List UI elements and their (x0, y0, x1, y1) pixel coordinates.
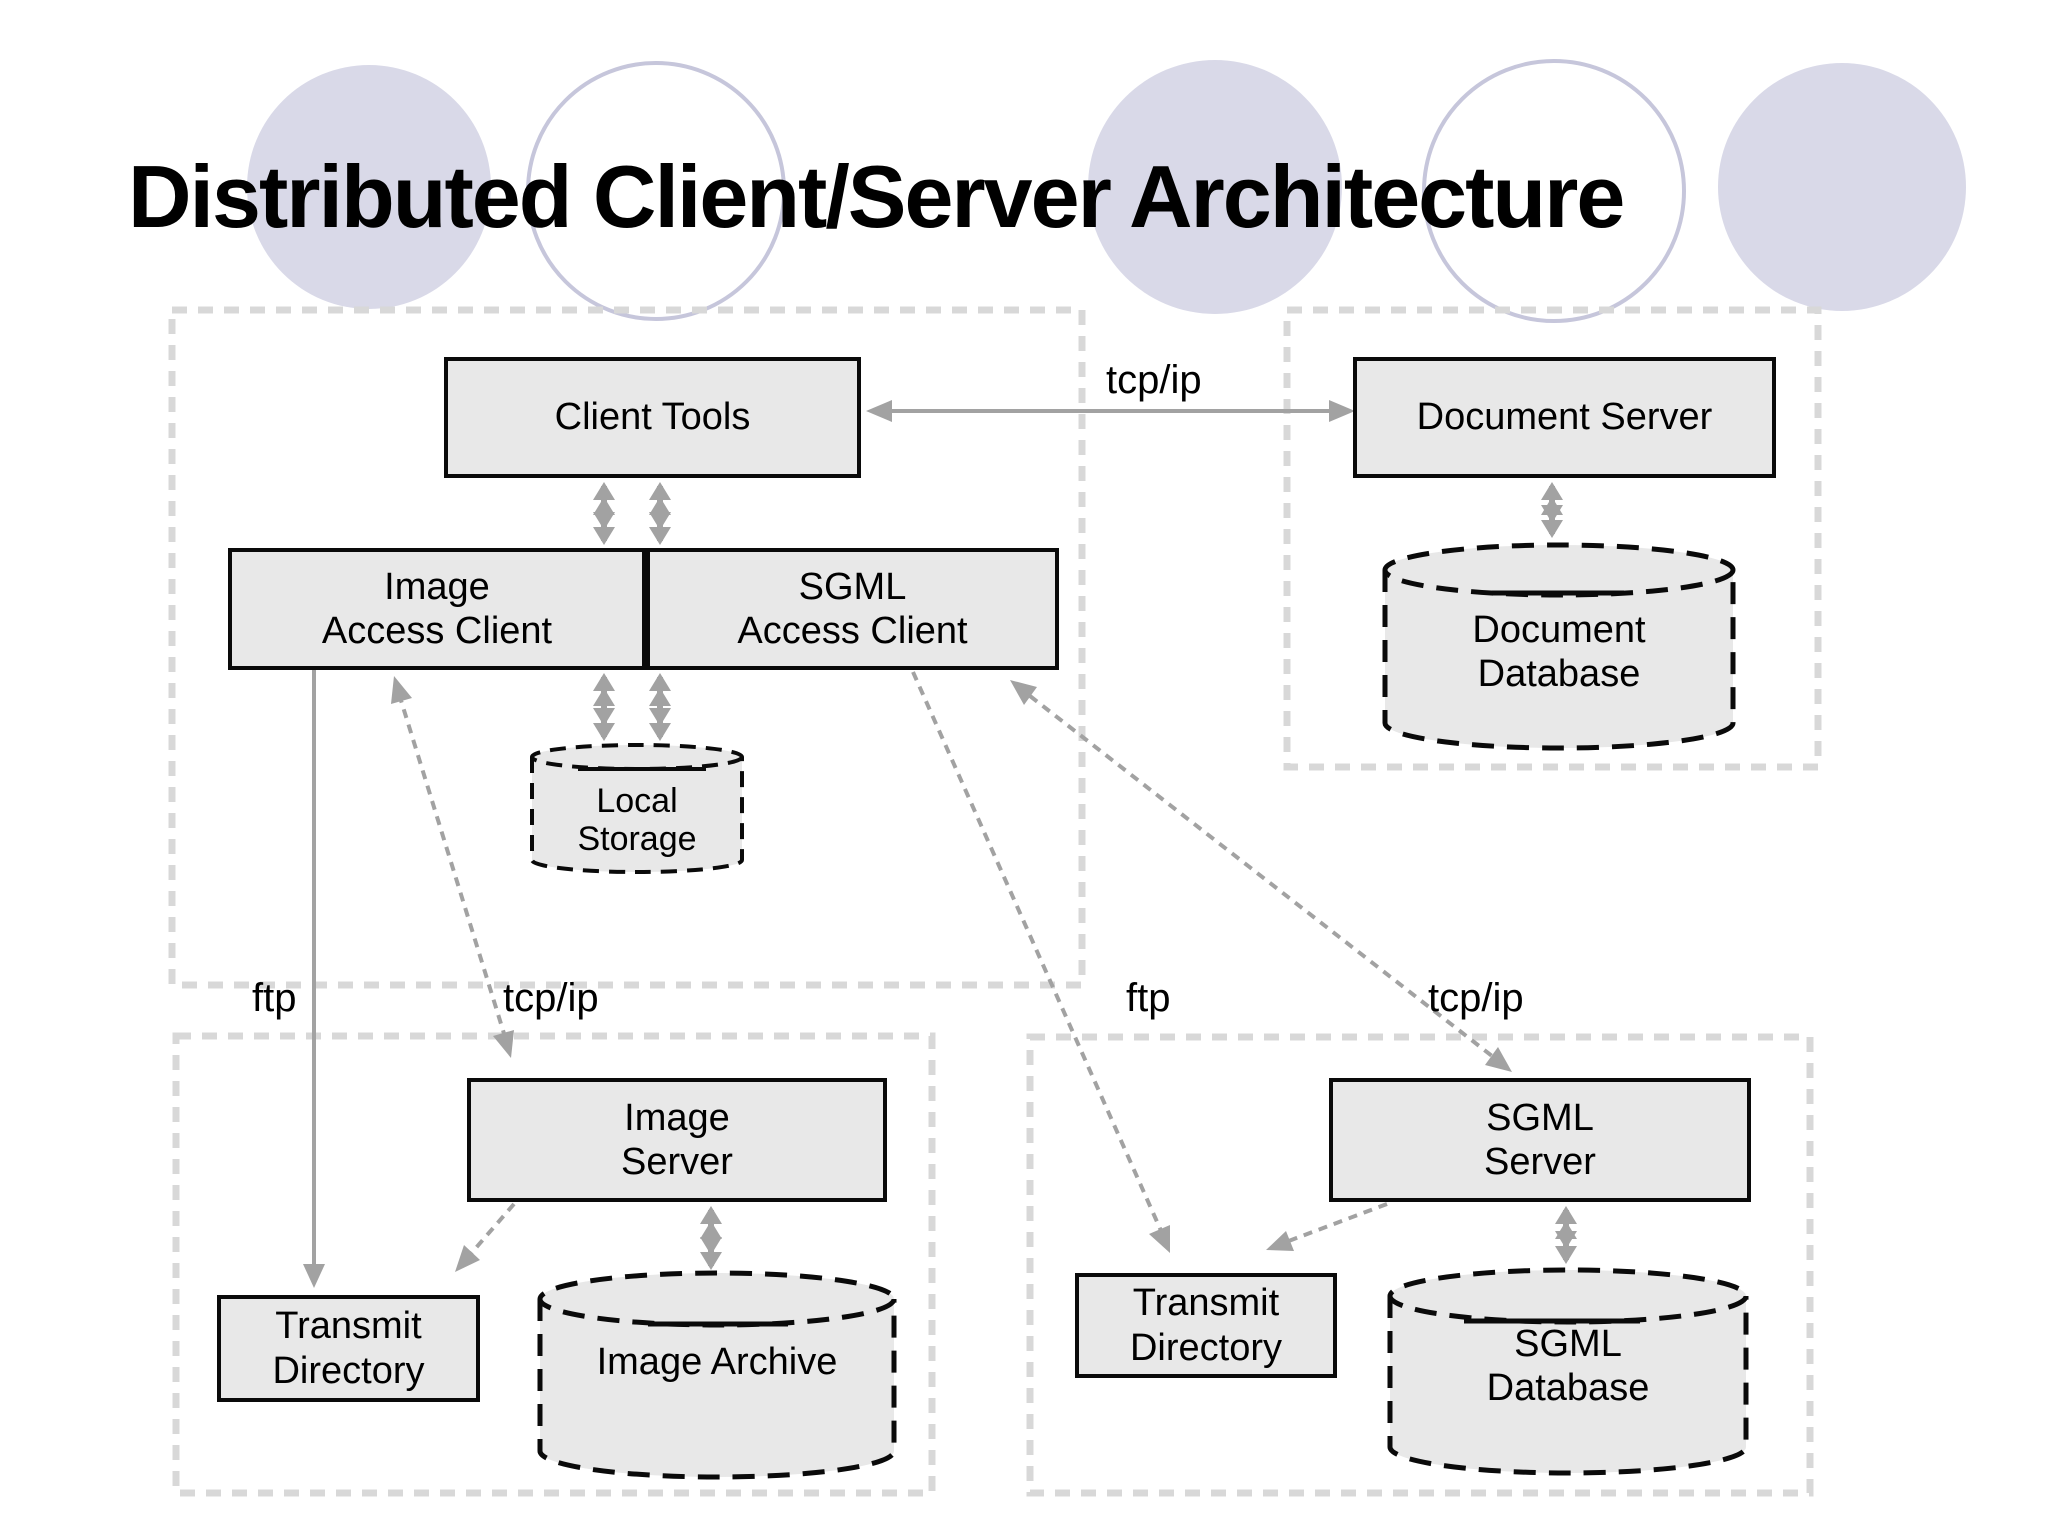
container-sgml-server-host (1026, 1033, 1814, 1497)
node-transmit-directory-right: Transmit Directory (1075, 1273, 1337, 1378)
document-database-label: Document Database (1472, 609, 1646, 696)
node-transmit-directory-left-label: Transmit Directory (272, 1305, 425, 1392)
node-document-server: Document Server (1353, 357, 1776, 478)
arrowhead-left-icon (866, 400, 892, 422)
node-image-server: Image Server (467, 1078, 887, 1202)
connector-imageserver-transmitdirectory (455, 1202, 516, 1272)
arrow-clienttools-sgmlaccess (649, 482, 671, 545)
local-storage-label: Local Storage (577, 782, 697, 859)
decorative-circle-filled-3 (1088, 60, 1342, 314)
node-sgml-server-label: SGML Server (1484, 1096, 1596, 1183)
arrow-imageaccess-localstorage (593, 673, 615, 741)
decorative-circle-outlined-4 (1422, 59, 1686, 323)
host-containers (168, 306, 1822, 1497)
label-tcpip-right: tcp/ip (1428, 976, 1524, 1020)
node-client-tools-label: Client Tools (554, 396, 751, 439)
image-archive-label: Image Archive (596, 1341, 838, 1383)
image-archive-cylinder (537, 1270, 897, 1480)
connector-imageaccess-imageserver-tcpip (391, 676, 514, 1058)
slide-title: Distributed Client/Server Architecture (128, 147, 1625, 246)
node-image-access-client: Image Access Client (228, 548, 646, 670)
connector-sgmlserver-transmitdirectory (1266, 1202, 1388, 1251)
arrow-documentserver-documentdatabase (1541, 482, 1563, 538)
document-database-cylinder (1382, 542, 1736, 751)
decorative-circle-outlined-2 (526, 61, 786, 321)
connector-sgmlaccess-sgmlserver-tcpip (1010, 680, 1512, 1072)
label-ftp-right: ftp (1126, 976, 1171, 1020)
local-storage-cylinder (530, 743, 744, 874)
label-ftp-left: ftp (252, 976, 297, 1020)
node-document-server-label: Document Server (1416, 396, 1713, 439)
node-sgml-server: SGML Server (1329, 1078, 1751, 1202)
arrow-sgmlaccess-localstorage (649, 673, 671, 741)
container-document-server-host (1283, 306, 1822, 771)
arrow-clienttools-imageaccess (593, 482, 615, 545)
connector-imageaccess-transmitdirectory-ftp (303, 670, 325, 1288)
container-image-server-host (172, 1032, 936, 1497)
node-transmit-directory-right-label: Transmit Directory (1129, 1282, 1283, 1369)
decorative-circle-filled-1 (247, 65, 491, 309)
node-image-server-label: Image Server (621, 1096, 733, 1183)
arrowhead-right-icon (1329, 400, 1355, 422)
decorative-circle-filled-5 (1718, 63, 1966, 311)
node-image-access-client-label: Image Access Client (321, 565, 553, 652)
label-tcpip-left: tcp/ip (503, 976, 599, 1020)
node-transmit-directory-left: Transmit Directory (217, 1295, 480, 1402)
arrow-imageserver-imagearchive (700, 1206, 722, 1270)
label-tcpip-top: tcp/ip (1106, 358, 1202, 402)
arrow-sgmlserver-sgmldatabase (1555, 1206, 1577, 1264)
container-client-host (168, 306, 1086, 989)
sgml-database-label: SGML Database (1486, 1323, 1650, 1410)
arrow-clienttools-documentserver (866, 400, 1355, 422)
node-sgml-access-client: SGML Access Client (646, 548, 1059, 670)
connector-sgmlaccess-transmitdirectory-ftp (911, 671, 1170, 1253)
node-sgml-access-client-label: SGML Access Client (737, 565, 968, 652)
node-client-tools: Client Tools (444, 357, 861, 478)
sgml-database-cylinder (1387, 1267, 1749, 1476)
